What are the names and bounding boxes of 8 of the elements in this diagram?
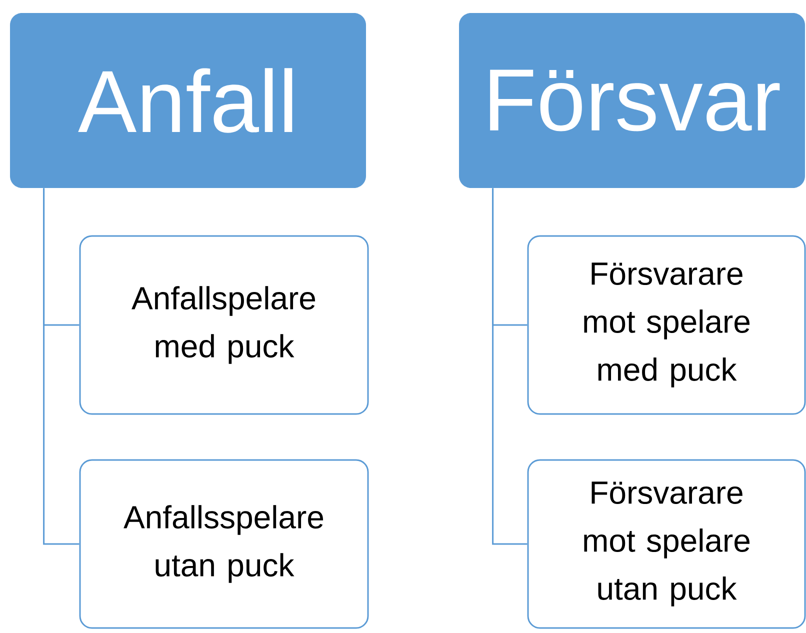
connector-line bbox=[43, 188, 80, 545]
item-box: Anfallspelare med puck bbox=[79, 235, 369, 415]
item-box: Försvarare mot spelare med puck bbox=[527, 235, 806, 415]
header-box: Anfall bbox=[10, 13, 366, 188]
header-box: Försvar bbox=[459, 13, 805, 188]
item-box: Försvarare mot spelare utan puck bbox=[527, 459, 806, 629]
item-box: Anfallsspelare utan puck bbox=[79, 459, 369, 629]
connector-line bbox=[492, 188, 528, 545]
